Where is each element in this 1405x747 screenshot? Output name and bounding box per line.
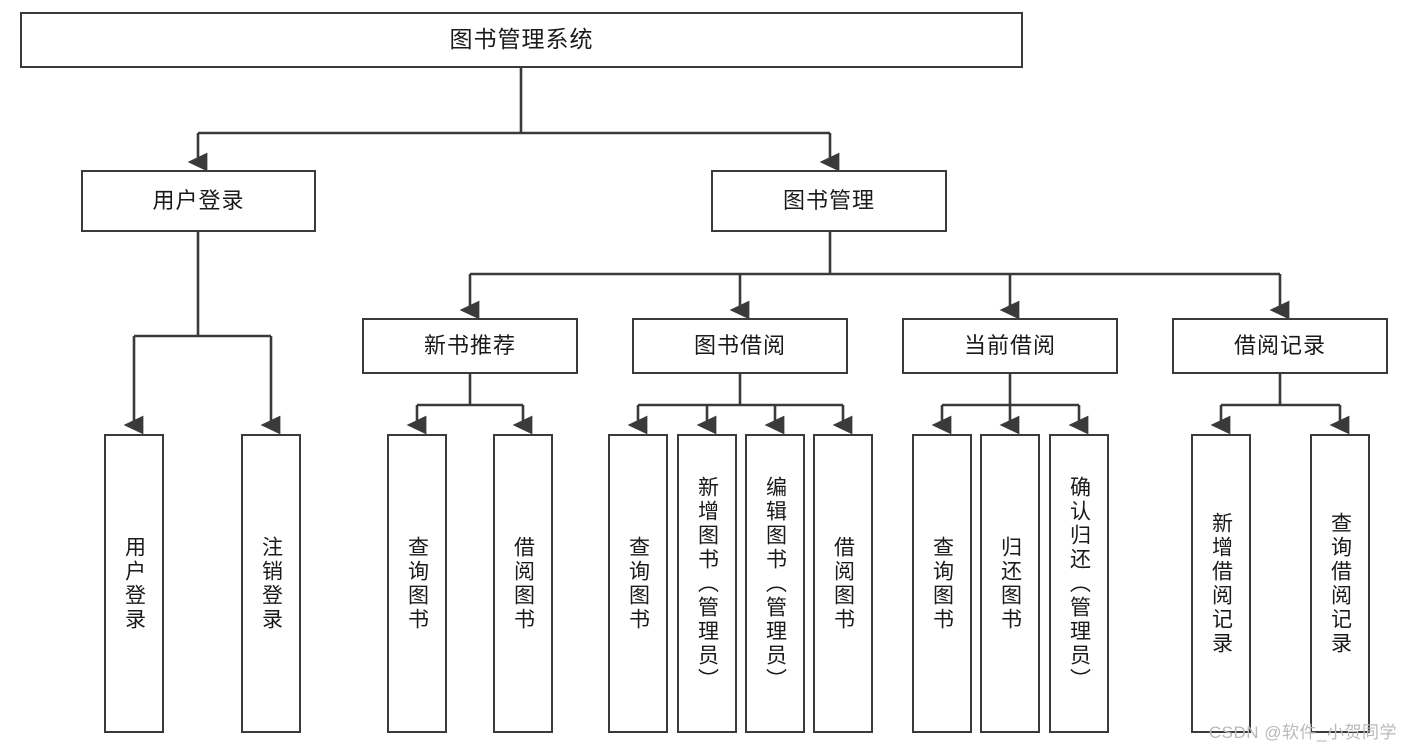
node-current-borrow[interactable]: 当前借阅 [902,318,1118,374]
node-leaf-borrow-book-1-label: 借阅图书 [511,535,535,632]
node-book-manage-label: 图书管理 [782,187,875,213]
node-leaf-edit-book[interactable]: 编辑图书（管理员） [745,434,805,733]
node-new-book-recommend-label: 新书推荐 [423,332,516,358]
node-new-book-recommend[interactable]: 新书推荐 [362,318,578,374]
node-borrow-record[interactable]: 借阅记录 [1172,318,1388,374]
node-leaf-query-book-3[interactable]: 查询图书 [912,434,972,733]
node-leaf-add-book-label: 新增图书（管理员） [695,475,719,692]
node-leaf-edit-book-label: 编辑图书（管理员） [763,475,787,692]
node-leaf-borrow-book-1[interactable]: 借阅图书 [493,434,553,733]
watermark-text: CSDN @软件_小贺同学 [1208,723,1397,742]
node-root-label: 图书管理系统 [449,26,594,53]
node-leaf-add-record-label: 新增借阅记录 [1209,511,1233,656]
node-leaf-query-book-3-label: 查询图书 [930,535,954,632]
node-user-login-label: 用户登录 [152,187,245,213]
node-leaf-query-book-2[interactable]: 查询图书 [608,434,668,733]
node-leaf-borrow-book-2[interactable]: 借阅图书 [813,434,873,733]
node-leaf-query-book-1[interactable]: 查询图书 [387,434,447,733]
node-leaf-borrow-book-2-label: 借阅图书 [831,535,855,632]
node-leaf-query-record-label: 查询借阅记录 [1328,511,1352,656]
node-leaf-return-book[interactable]: 归还图书 [980,434,1040,733]
node-leaf-confirm-return[interactable]: 确认归还（管理员） [1049,434,1109,733]
node-leaf-query-book-1-label: 查询图书 [405,535,429,632]
node-root[interactable]: 图书管理系统 [20,12,1023,68]
node-leaf-logout-label: 注销登录 [259,535,283,632]
node-leaf-user-login-label: 用户登录 [122,535,146,632]
node-user-login[interactable]: 用户登录 [81,170,316,232]
node-leaf-query-book-2-label: 查询图书 [626,535,650,632]
node-borrow-record-label: 借阅记录 [1233,332,1326,358]
node-leaf-user-login[interactable]: 用户登录 [104,434,164,733]
node-book-borrow[interactable]: 图书借阅 [632,318,848,374]
node-book-manage[interactable]: 图书管理 [711,170,947,232]
node-book-borrow-label: 图书借阅 [693,332,786,358]
node-leaf-return-book-label: 归还图书 [998,535,1022,632]
node-leaf-query-record[interactable]: 查询借阅记录 [1310,434,1370,733]
node-leaf-logout[interactable]: 注销登录 [241,434,301,733]
node-leaf-add-record[interactable]: 新增借阅记录 [1191,434,1251,733]
node-leaf-add-book[interactable]: 新增图书（管理员） [677,434,737,733]
node-leaf-confirm-return-label: 确认归还（管理员） [1067,475,1091,692]
node-current-borrow-label: 当前借阅 [963,332,1056,358]
